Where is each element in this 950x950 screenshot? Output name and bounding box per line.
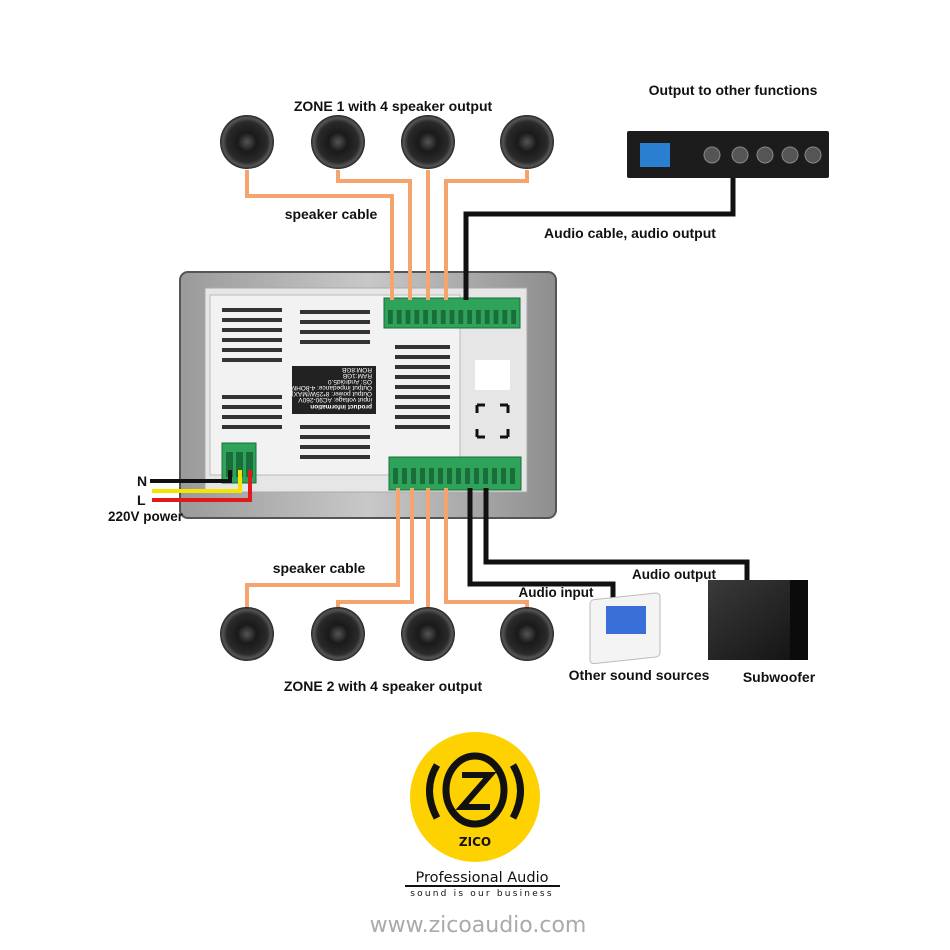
terminal-slot <box>402 468 407 484</box>
ceiling-speaker <box>311 607 365 661</box>
terminal-slot <box>511 310 516 324</box>
power-wires <box>150 470 252 502</box>
terminal-slot <box>492 468 497 484</box>
speaker-cable-top-label: speaker cable <box>285 206 378 222</box>
terminal-slot <box>465 468 470 484</box>
audio-cables <box>463 178 750 600</box>
terminal-slot <box>484 310 490 324</box>
terminal-slot <box>474 468 479 484</box>
ceiling-speaker <box>220 607 274 661</box>
power-label: 220V power <box>108 509 184 524</box>
output-other-label: Output to other functions <box>649 82 818 98</box>
terminal-slot <box>467 310 472 324</box>
speaker-cables-zone2 <box>245 488 529 607</box>
terminal-slot <box>411 468 416 484</box>
terminal-slot <box>393 468 398 484</box>
audio-cable-output-label: Audio cable, audio output <box>544 225 716 241</box>
logo-tagline: Professional Audio <box>416 870 549 886</box>
neutral-label: N <box>137 473 147 489</box>
ceiling-speaker <box>401 607 455 661</box>
audio-output-label: Audio output <box>632 567 716 582</box>
terminal-slot <box>447 468 452 484</box>
product-label-title: product information <box>310 403 372 410</box>
terminal-slot <box>510 468 515 484</box>
terminal-slot <box>438 468 443 484</box>
terminal-slot <box>396 310 402 324</box>
product-label-line: RAM:1GB <box>343 372 372 379</box>
product-label-line: Output impedance: 4-8OHM <box>291 384 372 391</box>
zone2-speakers <box>220 607 554 661</box>
terminal-slot <box>420 468 425 484</box>
product-label-line: Output power: 8*25W(MAX) <box>291 390 372 397</box>
wall-panel-sound-source <box>589 592 661 665</box>
website-url: www.zicoaudio.com <box>370 913 587 938</box>
live-label: L <box>137 492 146 508</box>
ceiling-speaker <box>401 115 455 169</box>
speaker-cable-bottom-label: speaker cable <box>273 560 366 576</box>
terminal-slot <box>483 468 488 484</box>
logo-brand: ZICO <box>459 835 491 849</box>
product-label-line: ROM:8GB <box>342 366 372 373</box>
power-terminal-block <box>221 442 257 484</box>
speaker-cables-zone1 <box>245 170 529 300</box>
ceiling-speaker <box>500 607 554 661</box>
terminal-slot <box>440 310 446 324</box>
terminal-slot <box>456 468 461 484</box>
zone1-label: ZONE 1 with 4 speaker output <box>294 98 493 114</box>
bottom-terminal-block <box>388 456 522 491</box>
terminal-slot <box>432 310 437 324</box>
product-label-line: OS: Android5.0 <box>328 378 372 385</box>
terminal-slot <box>429 468 434 484</box>
terminal-slot <box>476 310 481 324</box>
terminal-slots <box>388 310 516 484</box>
terminal-slot <box>458 310 464 324</box>
terminal-slot <box>493 310 499 324</box>
terminal-slot <box>405 310 411 324</box>
zone1-speakers <box>220 115 554 169</box>
subwoofer-label: Subwoofer <box>743 669 816 685</box>
ceiling-speaker <box>311 115 365 169</box>
logo-slogan: sound is our business <box>410 889 553 899</box>
terminal-slot <box>388 310 393 324</box>
product-label-line: input voltage: AC90-260V <box>298 396 372 403</box>
terminal-slot <box>501 468 506 484</box>
zico-logo: ZICO Professional Audio sound is our bus… <box>370 732 587 938</box>
ceiling-speaker <box>220 115 274 169</box>
terminal-slot <box>414 310 420 324</box>
audio-input-label: Audio input <box>519 585 594 600</box>
other-sources-label: Other sound sources <box>569 667 710 683</box>
terminal-slot <box>502 310 508 324</box>
rack-amplifier-device <box>627 131 829 178</box>
terminal-slot <box>423 310 428 324</box>
terminal-slot <box>449 310 455 324</box>
ceiling-speaker <box>500 115 554 169</box>
product-info-label: product information input voltage: AC90-… <box>291 366 376 414</box>
zone2-label: ZONE 2 with 4 speaker output <box>284 678 483 694</box>
subwoofer-device <box>708 580 808 660</box>
